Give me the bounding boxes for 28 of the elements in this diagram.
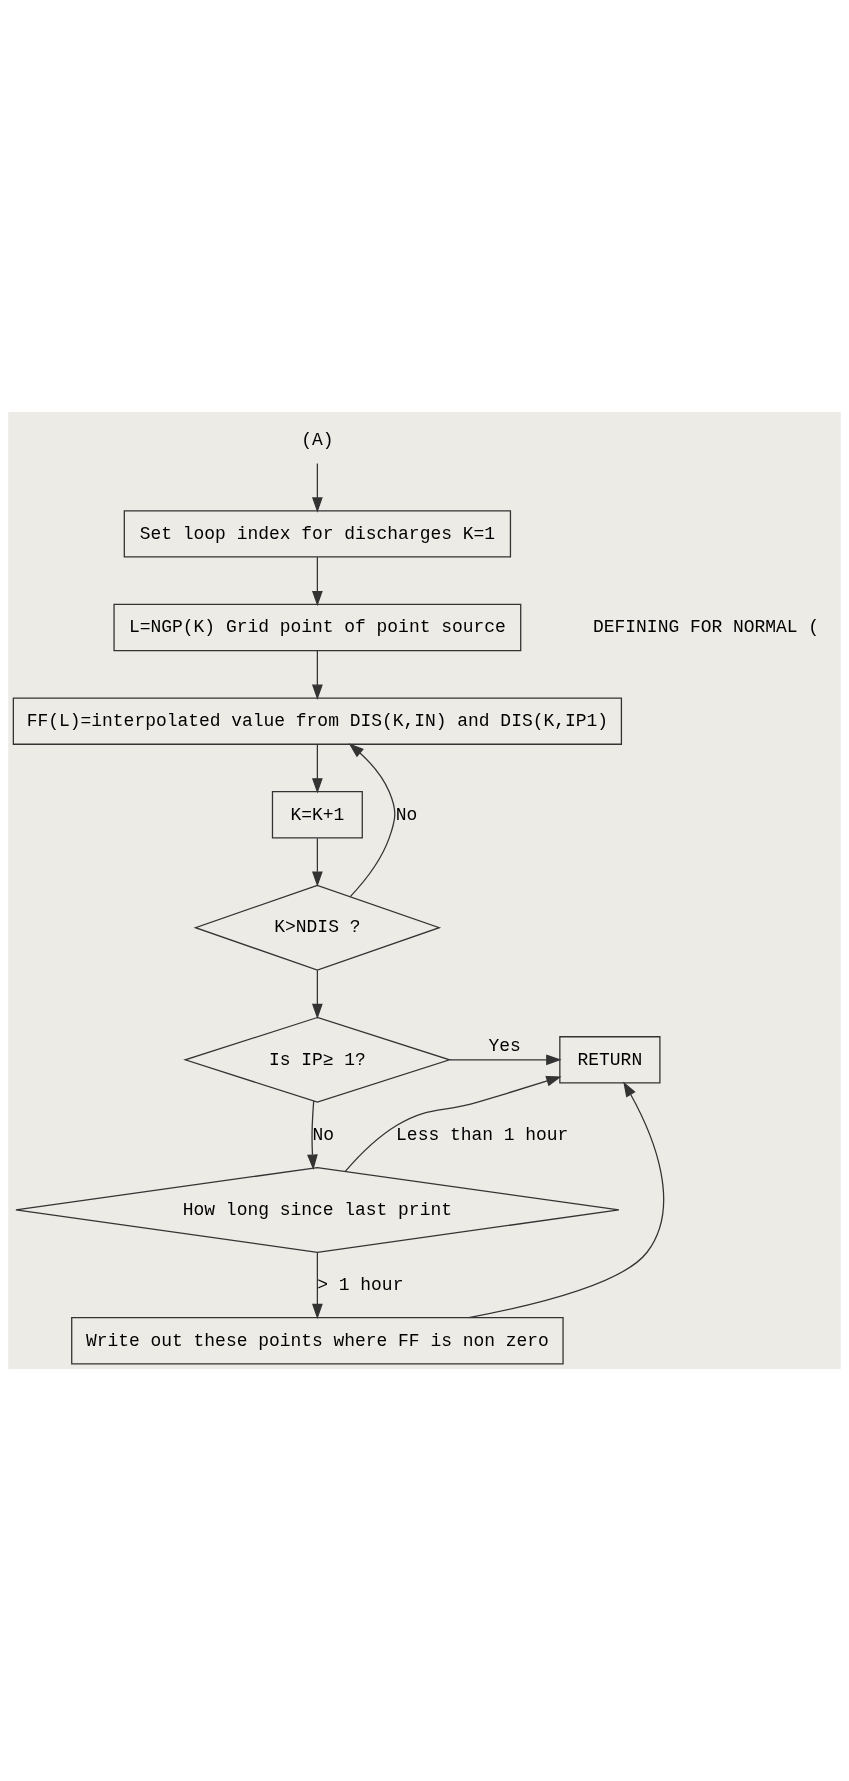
arrow (348, 743, 396, 898)
arrow (449, 1054, 562, 1066)
arrow (307, 1100, 318, 1170)
node-diamond: K>NDIS ? (193, 884, 442, 971)
arrow (312, 1251, 323, 1320)
arrow (468, 1081, 665, 1319)
node-box: Write out these points where FF is non zero (71, 1317, 564, 1365)
node-box: L=NGP(K) Grid point of point source (113, 603, 522, 652)
arrow (344, 1075, 562, 1173)
edge-label: Less than 1 hour (396, 1124, 569, 1145)
edge-label: > 1 hour (317, 1274, 404, 1295)
arrow (312, 969, 323, 1020)
edge-label: No (395, 804, 418, 825)
arrow (312, 743, 323, 794)
node-box: Set loop index for discharges K=1 (123, 510, 512, 558)
node-diamond: Is IP≥ 1? (183, 1016, 452, 1103)
node-box: RETURN (559, 1036, 661, 1084)
arrow (312, 556, 323, 607)
node-diamond: How long since last print (15, 1166, 620, 1253)
arrow (312, 837, 323, 887)
label: DEFINING FOR NORMAL ( (593, 617, 820, 638)
node-text: (A) (301, 429, 334, 450)
edge-label: Yes (488, 1036, 521, 1057)
arrow (312, 462, 323, 513)
node-box: FF(L)=interpolated value from DIS(K,IN) and DIS(K,IP1) (12, 697, 623, 745)
node-box: K=K+1 (271, 791, 363, 839)
arrow (312, 650, 323, 700)
edge-label: No (312, 1124, 334, 1145)
